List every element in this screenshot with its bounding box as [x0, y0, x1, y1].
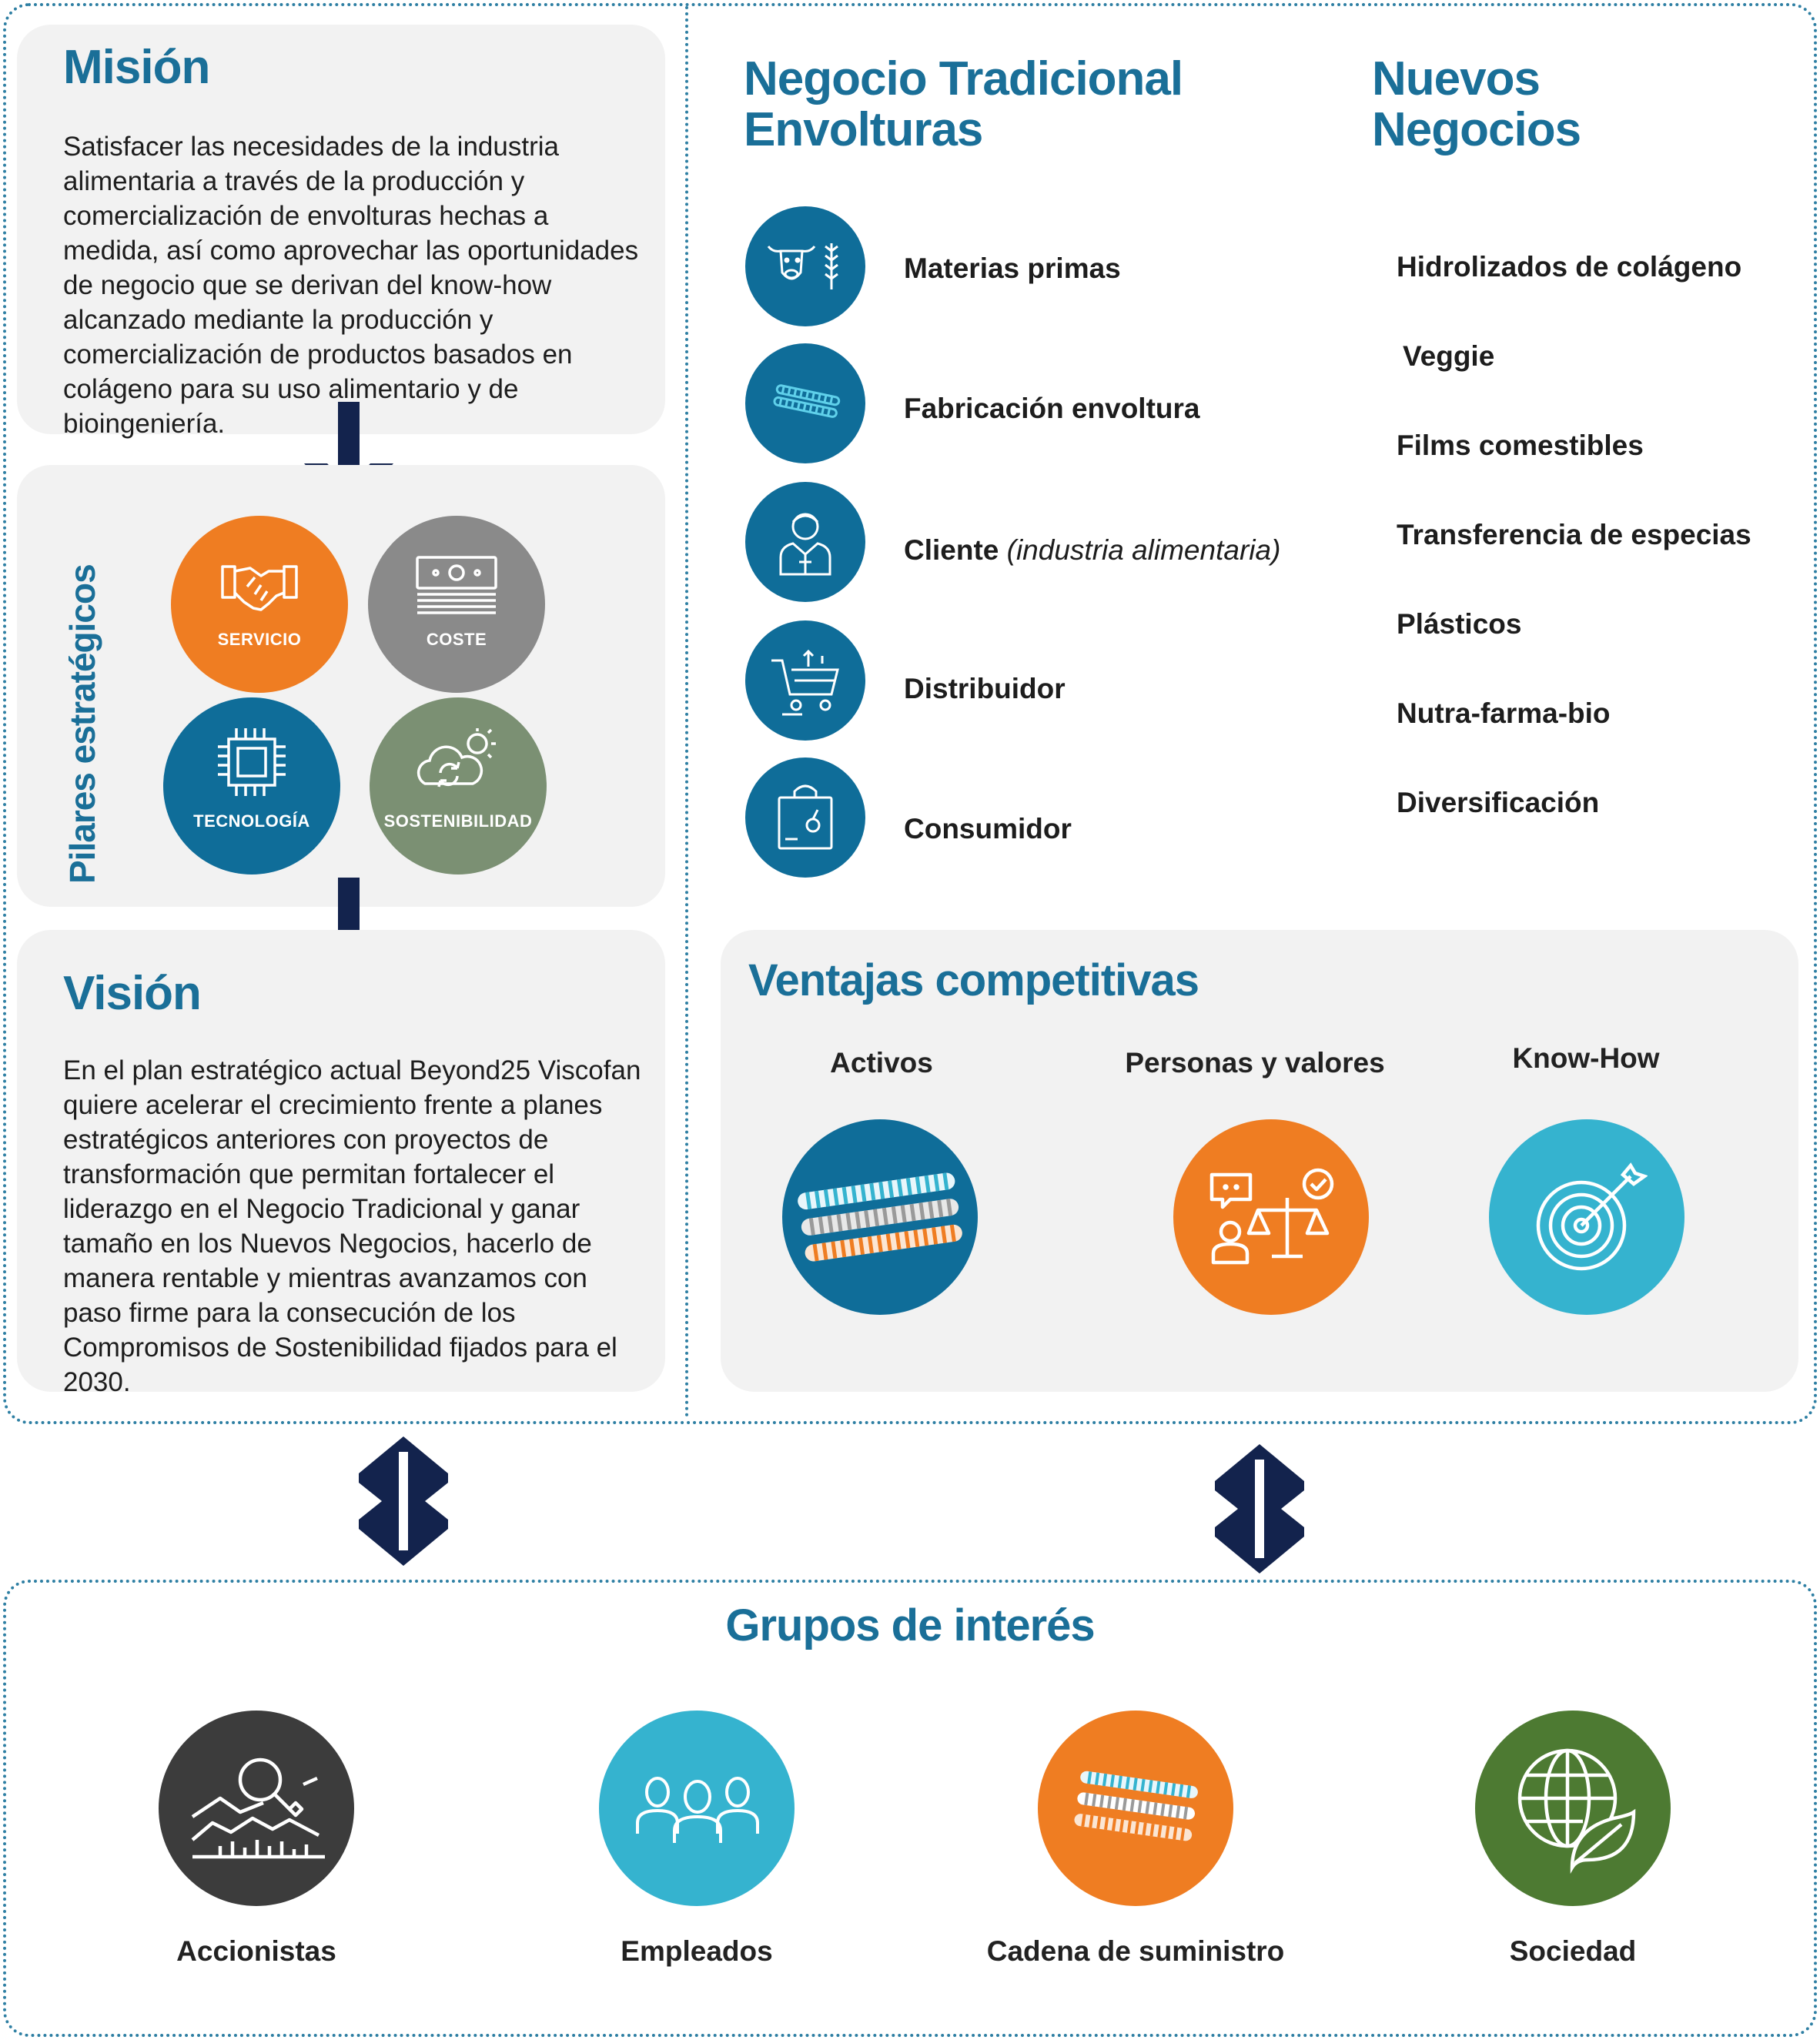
nn-item: Nutra-farma-bio	[1397, 697, 1611, 729]
cart-icon	[771, 649, 839, 716]
nt-item-label: Distribuidor	[904, 673, 1066, 704]
banknote-icon	[416, 556, 497, 614]
nt-item-label-main: Cliente	[904, 534, 1007, 566]
grupos-frame	[3, 1580, 1817, 2037]
casing-icon	[773, 384, 841, 418]
nuevos-negocios-title-line2: Negocios	[1372, 103, 1581, 156]
ventaja-activos-circle	[782, 1119, 978, 1315]
grupo-label: Accionistas	[176, 1935, 336, 1967]
double-arrow-icon	[359, 1436, 448, 1566]
pillar-tecnologia: TECNOLOGÍA	[163, 697, 340, 875]
cow-wheat-icon	[767, 243, 838, 289]
nn-item: Plásticos	[1397, 608, 1522, 640]
nt-icon-circle	[745, 482, 865, 602]
grupo-empleados-circle	[599, 1711, 795, 1906]
grupo-label: Sociedad	[1509, 1935, 1637, 1967]
chart-search-icon	[191, 1757, 325, 1859]
shopping-bag-icon	[778, 784, 833, 850]
mision-title: Misión	[63, 41, 210, 94]
grupo-cadena-circle	[1038, 1711, 1233, 1906]
casings-icon	[798, 1172, 962, 1262]
casings-icon	[1074, 1771, 1198, 1841]
negocio-tradicional-title: Negocio Tradicional Envolturas	[744, 54, 1183, 156]
ventaja-personas-circle	[1173, 1119, 1369, 1315]
ventaja-knowhow-circle	[1489, 1119, 1685, 1315]
mision-panel	[17, 25, 665, 434]
nt-item-label-em: (industria alimentaria)	[1006, 534, 1281, 566]
ventaja-label: Know-How	[1512, 1042, 1660, 1074]
top-frame	[3, 3, 1817, 1424]
pillar-sostenibilidad: SOSTENIBILIDAD	[370, 697, 547, 875]
nn-item: Hidrolizados de colágeno	[1397, 251, 1742, 283]
pilares-title: Pilares estratégicos	[62, 564, 102, 884]
ventajas-title: Ventajas competitivas	[748, 955, 1199, 1005]
handshake-icon	[221, 565, 298, 611]
pillar-label: SOSTENIBILIDAD	[383, 811, 533, 831]
double-arrow-icon	[1215, 1444, 1304, 1573]
nt-icon-circle	[745, 343, 865, 463]
pillar-label: TECNOLOGÍA	[193, 811, 310, 831]
chip-icon	[218, 728, 286, 796]
ventaja-label: Personas y valores	[1125, 1047, 1385, 1079]
ventaja-label: Activos	[830, 1047, 933, 1079]
nn-item: Transferencia de especias	[1397, 519, 1751, 550]
nt-icon-circle	[745, 757, 865, 878]
pillar-servicio: SERVICIO	[171, 516, 348, 693]
negocio-tradicional-title-line2: Envolturas	[744, 103, 983, 156]
grupo-sociedad-circle	[1475, 1711, 1671, 1906]
grupo-accionistas-circle	[159, 1711, 354, 1906]
vision-panel	[17, 930, 665, 1392]
nt-item-label: Consumidor	[904, 813, 1072, 844]
mision-text: Satisfacer las necesidades de la industr…	[63, 132, 639, 439]
nn-item: Films comestibles	[1397, 430, 1644, 461]
negocio-tradicional-title-line1: Negocio Tradicional	[744, 52, 1183, 105]
nt-item-label-cliente: Cliente (industria alimentaria)	[904, 534, 1280, 567]
nt-item-label: Materias primas	[904, 252, 1121, 284]
pillar-coste: COSTE	[368, 516, 545, 693]
nt-item-label: Fabricación envoltura	[904, 393, 1200, 424]
grupo-label: Cadena de suministro	[986, 1935, 1285, 1967]
vision-text: En el plan estratégico actual Beyond25 V…	[63, 1055, 641, 1397]
globe-leaf-icon	[1517, 1748, 1636, 1874]
nn-item: Veggie	[1403, 340, 1495, 372]
pilares-panel	[17, 465, 665, 907]
grupos-title: Grupos de interés	[725, 1600, 1095, 1650]
nuevos-negocios-title: Nuevos Negocios	[1372, 54, 1581, 156]
people-icon	[636, 1777, 759, 1843]
pillar-label: SERVICIO	[217, 630, 302, 649]
pillar-label: COSTE	[426, 630, 487, 649]
grupo-label: Empleados	[621, 1935, 773, 1967]
nt-icon-circle	[745, 620, 865, 741]
vision-title: Visión	[63, 967, 202, 1020]
people-values-icon	[1209, 1168, 1334, 1265]
top-frame-divider	[685, 6, 688, 1418]
chef-icon	[779, 513, 831, 576]
nt-icon-circle	[745, 206, 865, 326]
recycle-cloud-icon	[417, 728, 496, 788]
nuevos-negocios-title-line1: Nuevos	[1372, 52, 1541, 105]
target-icon	[1536, 1162, 1648, 1271]
nn-item: Diversificación	[1397, 787, 1600, 818]
